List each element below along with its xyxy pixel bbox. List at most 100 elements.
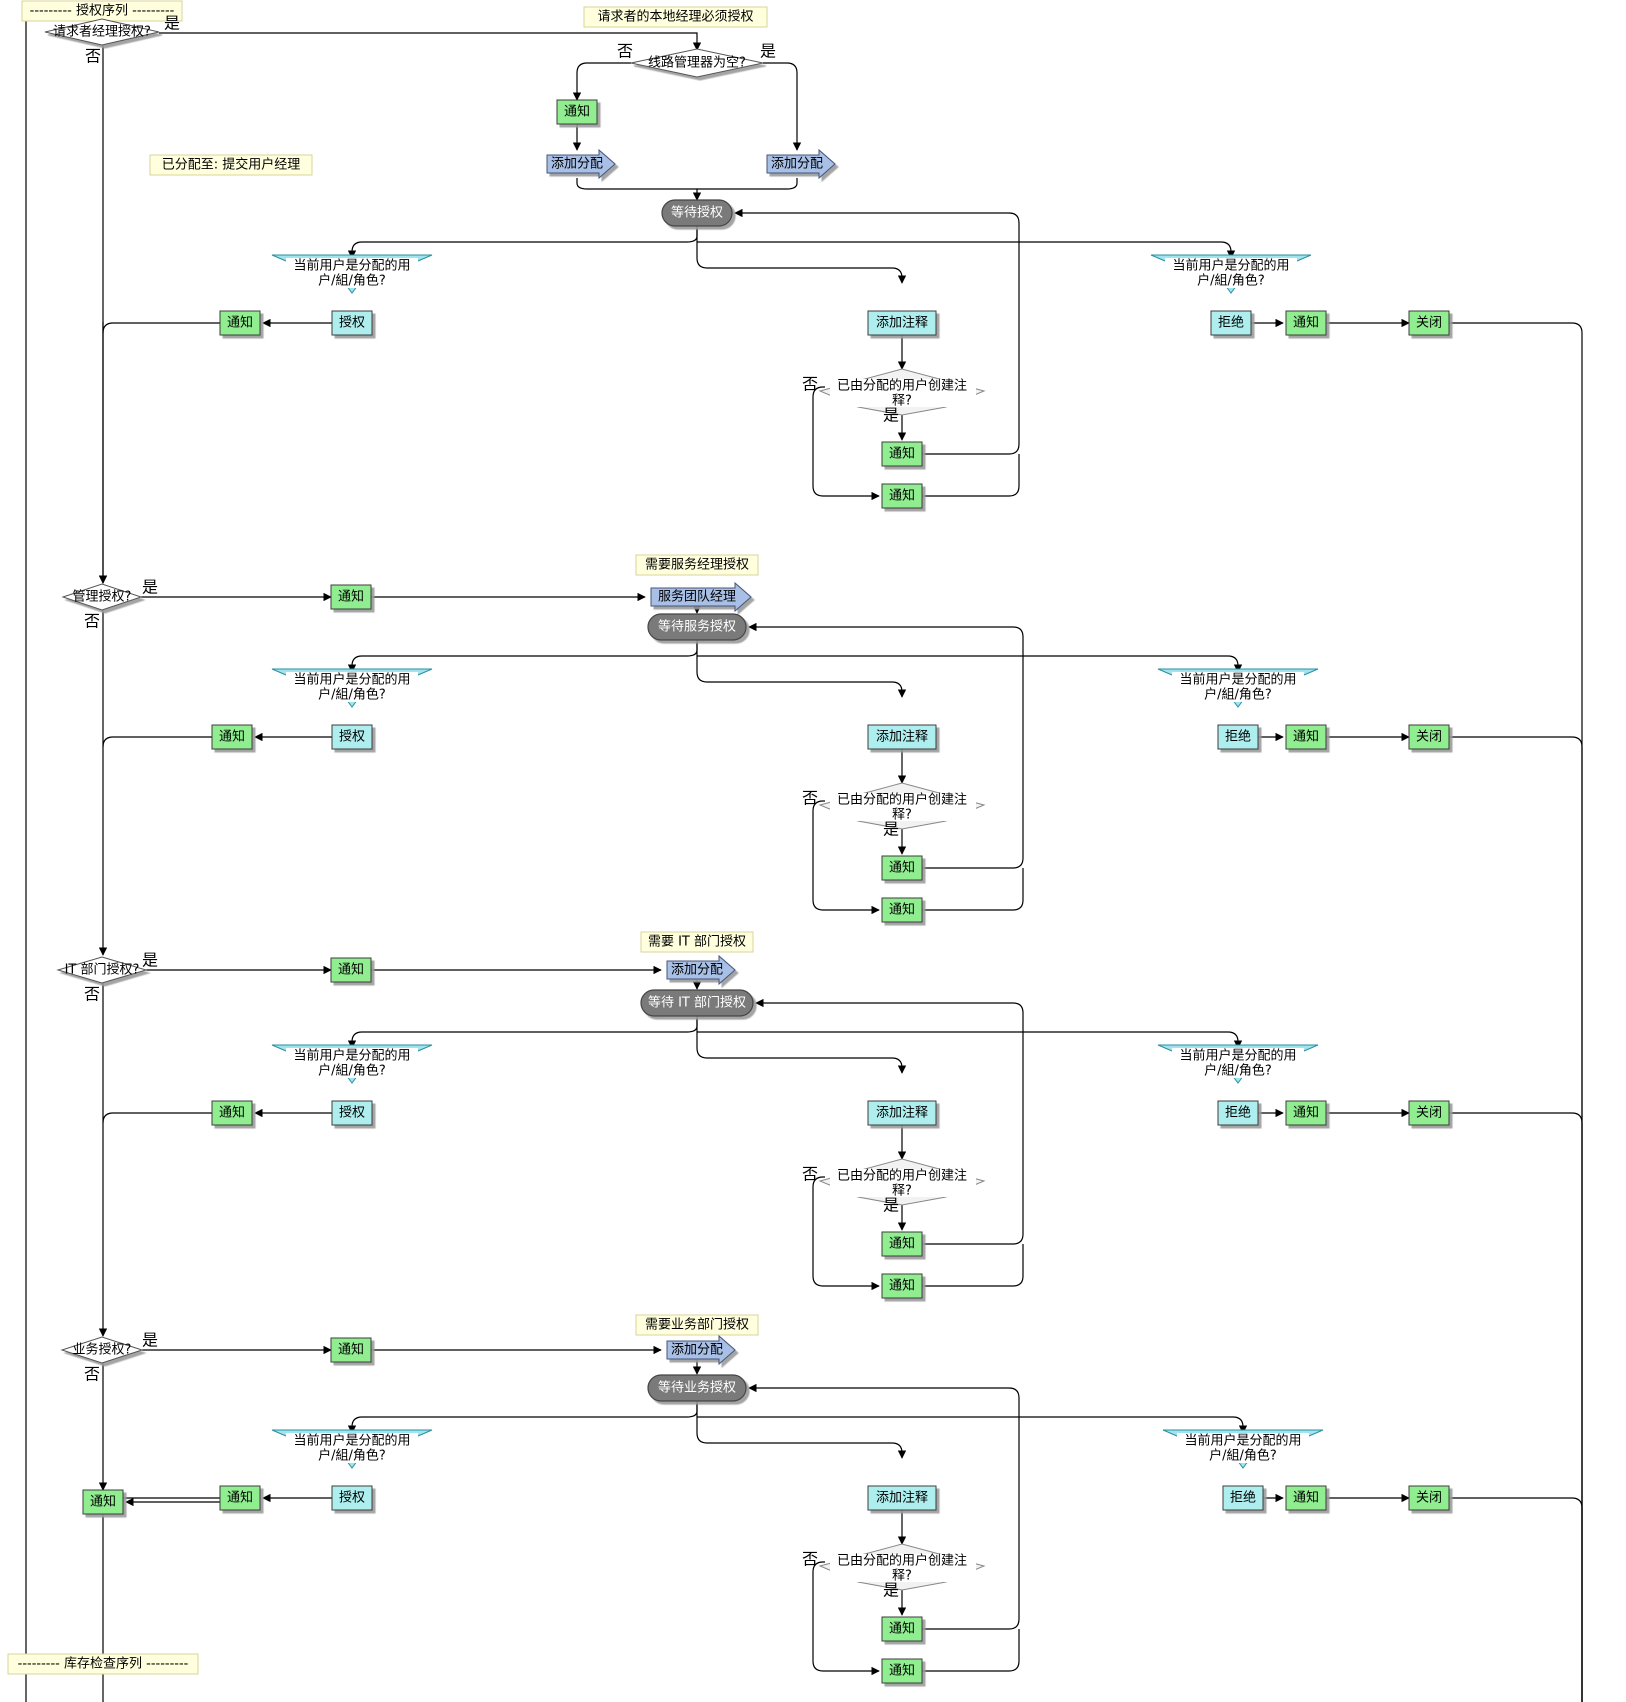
decision-requester-manager[interactable]: 请求者经理授权? [44,18,160,46]
authorize-svc[interactable]: 授权 [331,724,373,750]
reject-svc[interactable]: 拒绝 [1217,724,1259,750]
close-it[interactable]: 关闭 [1408,1100,1450,1126]
wait-it-label: 等待 IT 部门授权 [648,995,746,1011]
assign-it[interactable]: 添加分配 [666,954,736,986]
decision-biz[interactable]: 业务授权? [60,1336,144,1364]
notify-it-start-shape [330,957,372,983]
assign-svc-label: 服务团队经理 [658,589,736,605]
notify-auth-mgr-shape [219,310,261,336]
notify-comment-no-svc[interactable]: 通知 [881,897,923,923]
check-user-left-mgr-label-line2: 户/組/角色? [318,273,386,289]
wait-svc[interactable]: 等待服务授权 [647,613,747,641]
add-comment-svc-shape [867,724,937,750]
authorize-it[interactable]: 授权 [331,1100,373,1126]
notify-reject-it-label: 通知 [1293,1105,1319,1121]
edge-mgr-to-right-check [697,241,1236,259]
notify-svc-start[interactable]: 通知 [330,584,372,610]
node-layer: --------- 授权序列 ---------请求者的本地经理必须授权已分配至… [7,0,1450,1684]
authorize-mgr-label: 授权 [339,315,365,331]
label-no-comment-biz: 否 [802,1550,818,1569]
notify-auth-svc[interactable]: 通知 [211,724,253,750]
wait-it[interactable]: 等待 IT 部门授权 [640,989,754,1017]
check-user-right-svc-label-line2: 户/組/角色? [1204,687,1272,703]
decision-requester-manager-label: 请求者经理授权? [53,24,151,40]
wait-biz[interactable]: 等待业务授权 [647,1374,747,1402]
notify-auth-biz[interactable]: 通知 [219,1485,261,1511]
edge-svc-to-spine [102,736,212,748]
notify-final[interactable]: 通知 [82,1489,124,1515]
assign-svc[interactable]: 服务团队经理 [650,581,752,613]
notify-comment-no-biz[interactable]: 通知 [881,1658,923,1684]
notify-reject-biz-label: 通知 [1293,1490,1319,1506]
edge-mgr-to-left-check [347,226,698,259]
notify-comment-no-it[interactable]: 通知 [881,1273,923,1299]
notify-auth-it[interactable]: 通知 [211,1100,253,1126]
add-assignment-left[interactable]: 添加分配 [546,148,616,180]
assign-it-shape [666,954,736,986]
check-comment-biz-text-bg [830,1554,976,1582]
notify-comment-yes-mgr[interactable]: 通知 [881,441,923,467]
notify-comment-no-mgr[interactable]: 通知 [881,483,923,509]
close-mgr[interactable]: 关闭 [1408,310,1450,336]
add-assignment-right[interactable]: 添加分配 [766,148,836,180]
close-biz[interactable]: 关闭 [1408,1485,1450,1511]
wait-biz-shape [647,1374,747,1402]
reject-mgr[interactable]: 拒绝 [1210,310,1252,336]
notify-line-manager[interactable]: 通知 [556,99,598,125]
add-assignment-right-shape [766,148,836,180]
authorize-biz[interactable]: 授权 [331,1485,373,1511]
reject-svc-shape [1217,724,1259,750]
notify-biz-start[interactable]: 通知 [330,1337,372,1363]
decision-svc[interactable]: 管理授权? [61,583,143,611]
add-comment-svc-label: 添加注释 [876,730,928,745]
label-no-svc: 否 [84,612,100,631]
notify-comment-yes-svc[interactable]: 通知 [881,855,923,881]
notify-comment-yes-it[interactable]: 通知 [881,1231,923,1257]
notify-it-start[interactable]: 通知 [330,957,372,983]
check-comment-mgr-text-bg [830,379,976,407]
label-no-requester: 否 [85,47,101,66]
notify-reject-svc[interactable]: 通知 [1285,724,1327,750]
add-comment-svc[interactable]: 添加注释 [867,724,937,750]
notify-reject-biz[interactable]: 通知 [1285,1485,1327,1511]
add-comment-biz[interactable]: 添加注释 [867,1485,937,1511]
check-user-left-mgr-label-line1: 当前用户是分配的用 [293,258,410,274]
label-yes-svc: 是 [142,578,158,597]
note-assigned-to: 已分配至: 提交用户经理 [149,154,313,176]
assign-biz[interactable]: 添加分配 [666,1334,736,1366]
authorize-mgr[interactable]: 授权 [331,310,373,336]
notify-reject-it[interactable]: 通知 [1285,1100,1327,1126]
add-comment-it[interactable]: 添加注释 [867,1100,937,1126]
connector-layer [25,12,1583,1702]
notify-reject-mgr[interactable]: 通知 [1285,310,1327,336]
wait-authorization[interactable]: 等待授权 [661,199,733,227]
notify-auth-mgr[interactable]: 通知 [219,310,261,336]
edge-mgr-to-spine [102,322,220,334]
decision-it[interactable]: IT 部门授权? [56,956,148,984]
notify-final-shape [82,1489,124,1515]
check-user-right-mgr-text-bg [1165,258,1297,288]
close-svc[interactable]: 关闭 [1408,724,1450,750]
reject-biz[interactable]: 拒绝 [1222,1485,1264,1511]
check-comment-svc-label-line2: 释? [892,808,912,823]
note-biz: 需要业务部门授权 [635,1314,759,1336]
add-comment-mgr[interactable]: 添加注释 [867,310,937,336]
decision-line-manager-empty[interactable]: 线路管理器为空? [630,48,764,78]
notify-comment-yes-biz[interactable]: 通知 [881,1616,923,1642]
label-yes-line-manager: 是 [760,42,776,61]
reject-it[interactable]: 拒绝 [1217,1100,1259,1126]
edge-biz-to-left-check [347,1401,698,1434]
edge-svc-loop-no [922,868,1024,911]
